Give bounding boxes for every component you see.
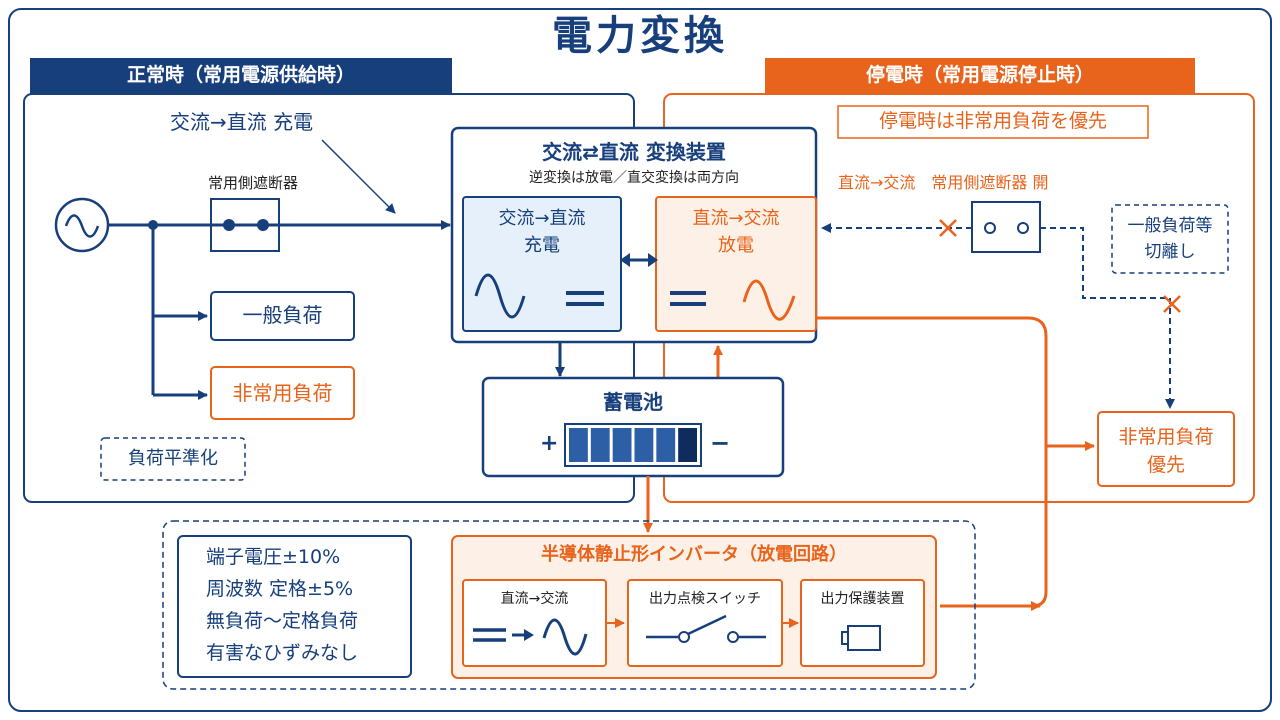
disconnect-line1: 一般負荷等 <box>1127 216 1213 236</box>
inverter-title: 半導体静止形インバータ（放電回路） <box>541 544 847 565</box>
normal-header: 正常時（常用電源供給時） <box>126 64 355 86</box>
charge-box-line2: 充電 <box>524 235 560 256</box>
open-breaker-icon <box>971 201 1041 253</box>
switch-icon <box>646 614 766 643</box>
discharge-sub-box <box>655 196 817 332</box>
bottom-region <box>162 520 976 690</box>
battery-cell <box>678 428 697 462</box>
outage-header: 停電時（常用電源停止時） <box>865 64 1094 86</box>
inverter-step-label: 出力保護装置 <box>820 591 905 607</box>
protection-device-icon <box>841 625 881 651</box>
specs-box <box>177 535 412 678</box>
discharge-ac-wave-icon <box>742 279 796 321</box>
breaker-label: 常用側遮断器 <box>207 174 298 192</box>
emergency-load-label: 非常用負荷 <box>232 381 333 405</box>
battery-cell <box>590 428 610 462</box>
inverter-step-box <box>800 579 925 667</box>
breaker-open-label: 直流→交流 常用側遮断器 開 <box>838 173 1049 192</box>
inverter-step-label: 直流→交流 <box>500 591 569 607</box>
load-leveling-label: 負荷平準化 <box>128 448 218 469</box>
disconnect-dashed-path <box>1040 227 1175 409</box>
battery-plus: + <box>540 431 559 456</box>
battery-cell <box>656 428 676 462</box>
discharge-box-line1: 直流→交流 <box>692 208 780 229</box>
emergency-priority-line2: 優先 <box>1146 454 1185 476</box>
emergency-priority-line1: 非常用負荷 <box>1118 426 1214 448</box>
emergency-priority-box <box>1097 411 1235 487</box>
disconnect-box <box>1111 204 1229 274</box>
cut-mark-icon <box>939 219 957 237</box>
spec-line: 端子電圧±10% <box>206 546 341 568</box>
priority-note: 停電時は非常用負荷を優先 <box>878 110 1107 132</box>
charge-ac-wave-icon <box>474 273 526 319</box>
battery-cell <box>569 428 588 462</box>
emergency-load-box <box>210 366 355 420</box>
disconnect-line2: 切離し <box>1144 242 1196 262</box>
spec-line: 周波数 定格±5% <box>206 578 354 600</box>
inverter-step-label: 出力点検スイッチ <box>649 591 761 607</box>
page-title: 電力変換 <box>552 13 728 59</box>
charge-dc-icon <box>566 291 604 306</box>
dc-to-ac-icon <box>473 618 588 656</box>
charge-sub-box <box>462 196 622 332</box>
battery-cells-icon <box>569 428 697 462</box>
normal-header-bar <box>30 58 452 95</box>
converter-subtitle: 逆変換は放電／直交変換は両方向 <box>529 170 739 186</box>
battery-minus: − <box>710 429 731 457</box>
battery-cell <box>612 428 632 462</box>
battery-label: 蓄電池 <box>603 390 663 414</box>
spec-line: 無負荷〜定格負荷 <box>206 610 359 632</box>
normal-breaker-icon <box>210 198 280 252</box>
priority-note-box <box>837 105 1149 139</box>
bidirectional-arrow-icon <box>620 253 658 267</box>
general-load-label: 一般負荷 <box>242 303 323 327</box>
general-load-box <box>210 291 355 341</box>
converter-title: 交流⇄直流 変換装置 <box>542 140 726 164</box>
charge-box-line1: 交流→直流 <box>498 208 586 229</box>
charge-pointer-arrow <box>321 139 396 214</box>
battery-cell <box>634 428 654 462</box>
ac-source-icon <box>54 197 110 253</box>
cut-mark-icon <box>1163 295 1181 313</box>
discharge-dc-icon <box>670 291 706 306</box>
charge-label: 交流→直流 充電 <box>170 110 314 134</box>
spec-line: 有害なひずみなし <box>206 642 359 664</box>
discharge-box-line2: 放電 <box>718 235 754 256</box>
load-leveling-box <box>100 437 246 481</box>
outage-header-bar <box>765 58 1195 95</box>
